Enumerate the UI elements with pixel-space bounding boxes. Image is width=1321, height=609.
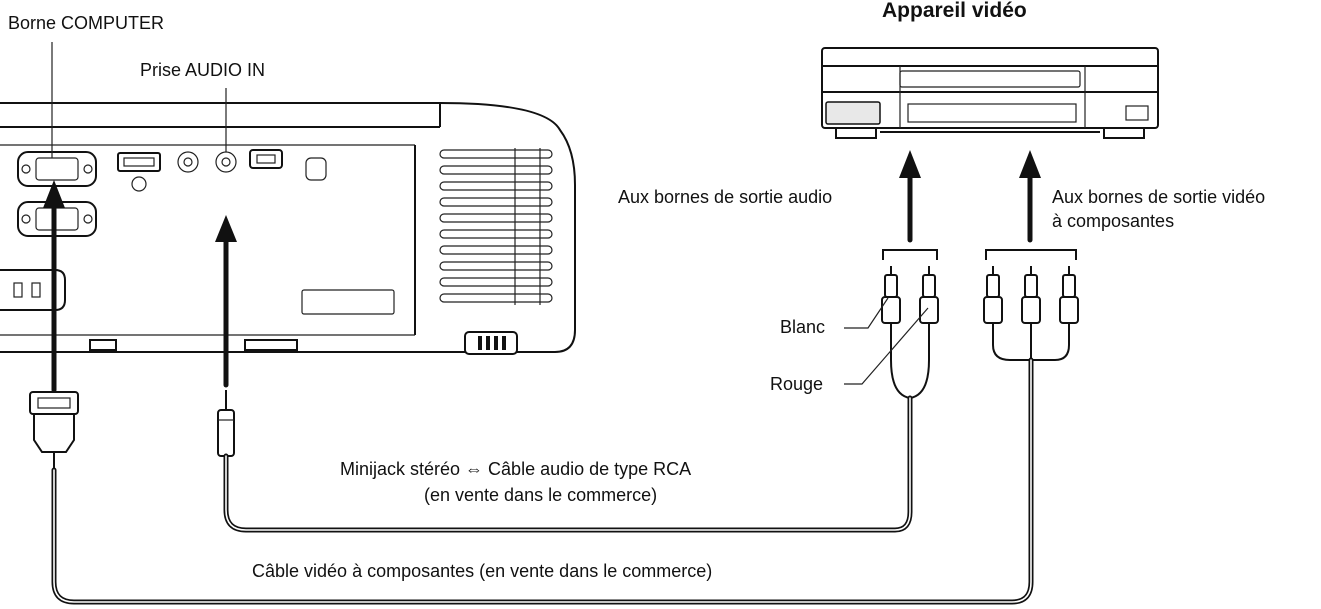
arrow-audio-out [899, 150, 921, 243]
red-label: Rouge [770, 374, 824, 394]
arrow-audio-in [215, 215, 237, 388]
projector-vents [439, 148, 553, 305]
projector-illustration [0, 102, 576, 355]
video-device-illustration [821, 47, 1159, 139]
audio-cable-label-line2: (en vente dans le commerce) [424, 485, 658, 505]
rca-audio-plugs [881, 266, 939, 400]
vga-plug [29, 391, 79, 470]
computer-terminal-label: Borne COMPUTER [8, 13, 165, 33]
audio-bracket [882, 249, 938, 260]
arrow-video-out [1019, 150, 1041, 243]
minijack-plug [217, 390, 235, 457]
video-cable-label: Câble vidéo à composantes (en vente dans… [252, 561, 713, 581]
video-output-label-line1: Aux bornes de sortie vidéo [1052, 187, 1266, 207]
audio-cable-label-line1: Minijack stéréo ⇔ Câble audio de type RC… [340, 459, 692, 479]
audio-in-jack-label: Prise AUDIO IN [140, 60, 266, 80]
sensor-window [305, 157, 327, 181]
video-output-label-line2: à composantes [1052, 211, 1175, 231]
red-label-leader [844, 307, 929, 385]
white-label-leader [844, 297, 889, 329]
video-device-title: Appareil vidéo [882, 0, 1027, 22]
security-slot [464, 331, 518, 355]
video-bracket [985, 249, 1077, 260]
hdmi-port [117, 152, 161, 192]
white-label: Blanc [780, 317, 826, 337]
audio-output-label: Aux bornes de sortie audio [618, 187, 833, 207]
audio-jacks [177, 151, 237, 173]
label-plate [301, 289, 395, 315]
service-port [249, 149, 283, 169]
arrow-computer-port [43, 180, 65, 393]
rca-video-plugs [983, 266, 1079, 361]
computer-port [17, 151, 97, 237]
